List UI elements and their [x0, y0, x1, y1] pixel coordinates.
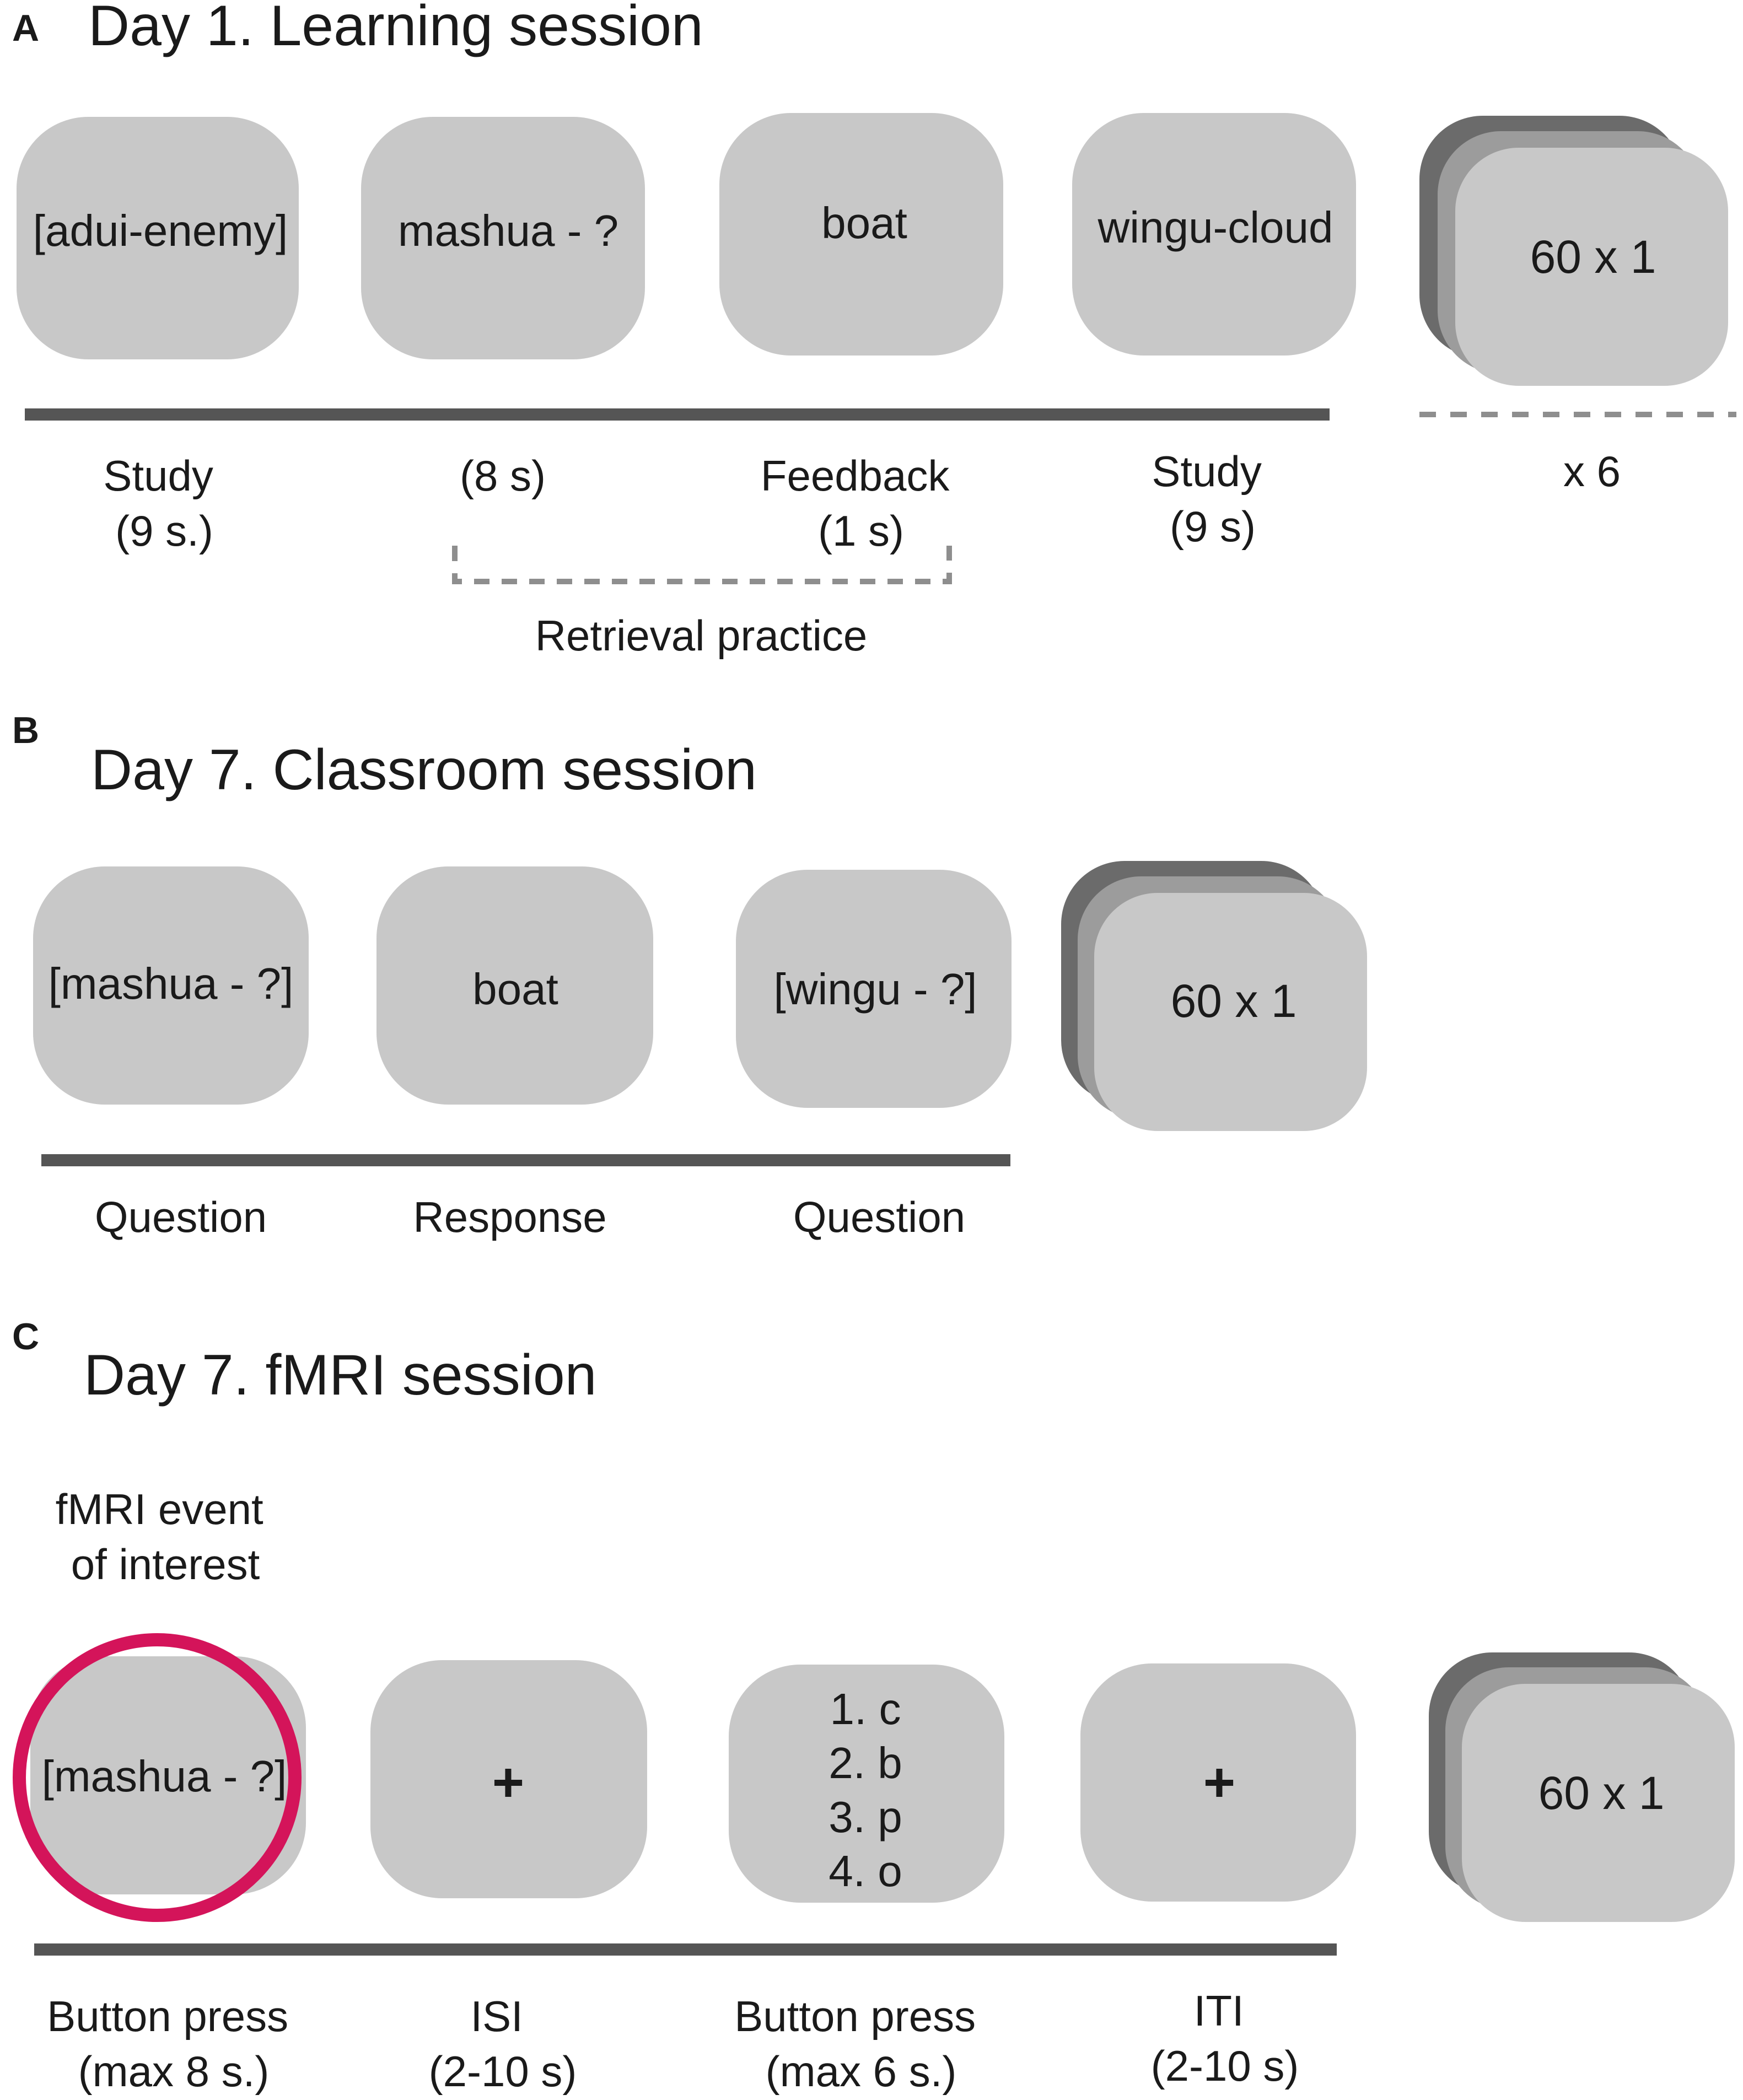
- fixation-cross: +: [1203, 1752, 1235, 1813]
- fixation-cross: +: [492, 1752, 524, 1813]
- panel-a-card-retrieval: mashua - ?: [361, 117, 645, 359]
- panel-a-label-study: Study (9 s.): [103, 451, 225, 555]
- panel-b-letter: B: [12, 709, 39, 751]
- option-1: 1. c: [830, 1684, 901, 1733]
- panel-b-card-question: [mashua - ?]: [33, 866, 309, 1105]
- panel-a-card-feedback: boat: [719, 113, 1003, 356]
- panel-a-stack-label: 60 x 1: [1530, 231, 1656, 283]
- panel-a-retrieval-bracket: [452, 546, 952, 584]
- panel-c-label-button-press: Button press (max 8 s.): [47, 1992, 300, 2096]
- svg-text:[adui-enemy]: [adui-enemy]: [33, 206, 288, 255]
- panel-a-trial-stack: 60 x 1: [1419, 116, 1728, 386]
- panel-b-label-question-2: Question: [793, 1193, 965, 1241]
- panel-a-title: Day 1. Learning session: [88, 0, 703, 58]
- panel-c-card-isi: +: [370, 1660, 647, 1898]
- panel-a-card-study-2: wingu-cloud: [1072, 113, 1356, 356]
- panel-a-repeat-label: x 6: [1563, 447, 1621, 496]
- panel-a-bracket-label: Retrieval practice: [535, 611, 868, 660]
- option-4: 4. o: [829, 1846, 902, 1896]
- svg-text:[mashua - ?]: [mashua - ?]: [49, 959, 294, 1008]
- panel-b-stack-label: 60 x 1: [1171, 975, 1297, 1027]
- panel-c-card-iti: +: [1080, 1663, 1356, 1902]
- panel-c-trial-stack: 60 x 1: [1429, 1652, 1735, 1922]
- panel-b: B Day 7. Classroom session [mashua - ?] …: [12, 709, 1367, 1241]
- panel-b-title: Day 7. Classroom session: [91, 738, 757, 802]
- option-2: 2. b: [829, 1738, 902, 1787]
- panel-c: C Day 7. fMRI session fMRI event of inte…: [12, 1316, 1735, 2096]
- panel-c-card-question: [mashua - ?]: [30, 1656, 306, 1894]
- svg-text:boat: boat: [472, 965, 558, 1014]
- panel-a-label-retrieval-time: (8 s): [460, 451, 546, 500]
- panel-b-trial-stack: 60 x 1: [1061, 861, 1367, 1131]
- option-3: 3. p: [829, 1792, 902, 1841]
- panel-a-label-feedback: Feedback (1 s): [761, 451, 961, 555]
- panel-b-card-question-2: [wingu - ?]: [736, 870, 1012, 1108]
- panel-c-label-button-press-2: Button press (max 6 s.): [734, 1992, 988, 2096]
- panel-b-label-response: Response: [413, 1193, 606, 1241]
- panel-a: A Day 1. Learning session [adui-enemy] m…: [12, 0, 1736, 660]
- panel-c-event-label: fMRI event of interest: [56, 1485, 276, 1589]
- svg-text:wingu-cloud: wingu-cloud: [1098, 203, 1333, 252]
- panel-b-label-question: Question: [95, 1193, 267, 1241]
- panel-c-letter: C: [12, 1316, 39, 1358]
- svg-text:mashua - ?: mashua - ?: [398, 206, 618, 255]
- svg-text:[mashua - ?]: [mashua - ?]: [42, 1752, 287, 1801]
- panel-c-card-options: 1. c 2. b 3. p 4. o: [729, 1665, 1004, 1903]
- panel-c-label-iti: ITI (2-10 s): [1151, 1986, 1299, 2090]
- panel-c-stack-label: 60 x 1: [1538, 1767, 1665, 1819]
- panel-b-card-response: boat: [376, 866, 653, 1105]
- panel-c-title: Day 7. fMRI session: [84, 1343, 597, 1407]
- panel-a-letter: A: [12, 7, 39, 49]
- svg-text:[wingu - ?]: [wingu - ?]: [773, 965, 977, 1014]
- panel-c-event-highlight-ring: [13, 1633, 302, 1922]
- panel-a-card-study: [adui-enemy]: [17, 117, 299, 359]
- svg-text:boat: boat: [821, 198, 907, 247]
- panel-a-label-study-2: Study (9 s): [1152, 447, 1273, 551]
- panel-c-label-isi: ISI (2-10 s): [429, 1992, 577, 2096]
